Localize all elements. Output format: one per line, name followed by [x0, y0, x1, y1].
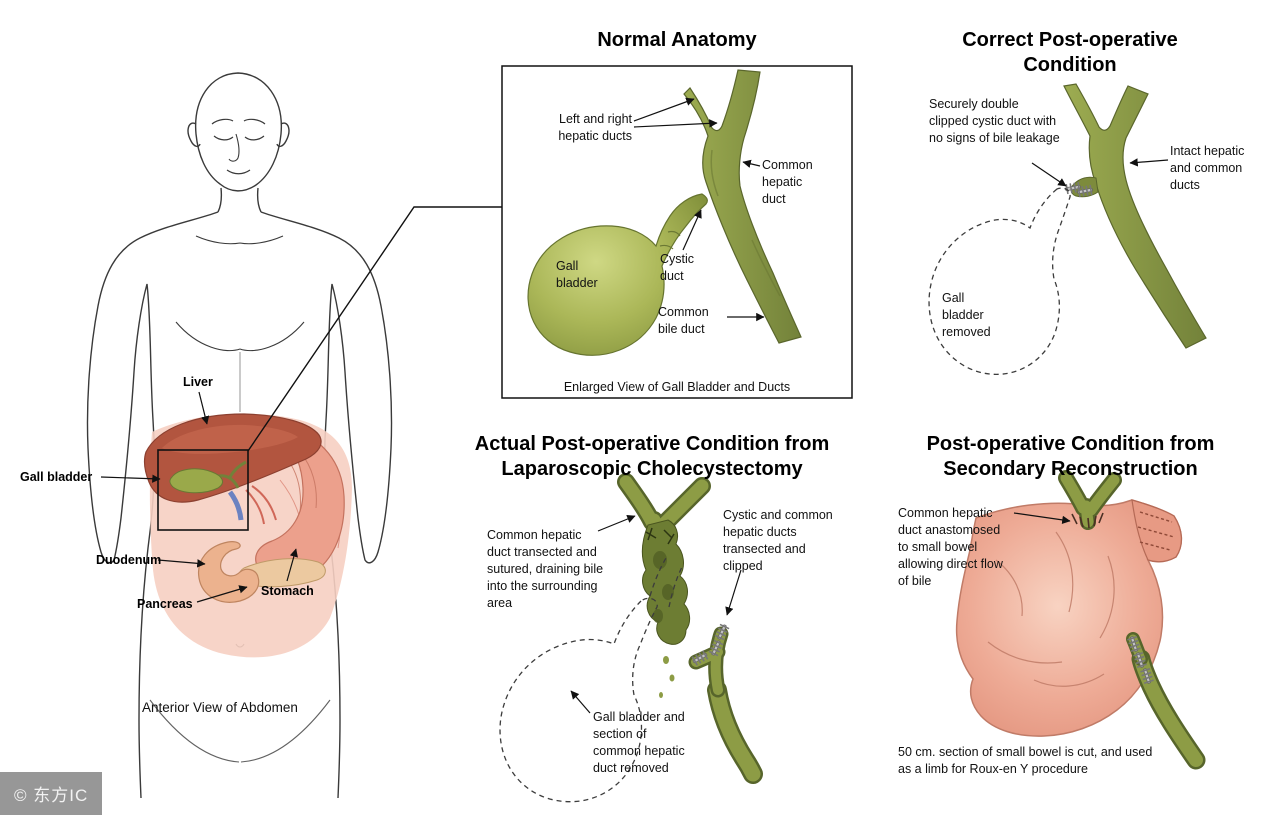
reconstruction-panel [955, 470, 1206, 770]
label-pancreas: Pancreas [137, 597, 193, 611]
label-ducts-clipped: Cystic and common hepatic ducts transect… [723, 508, 833, 573]
label-cystic-duct: Cystic duct [660, 252, 695, 283]
figure-leader-lines [100, 391, 298, 603]
normal-anatomy-panel [501, 65, 853, 399]
actual-postop-panel [499, 473, 763, 803]
zoom-box [157, 449, 249, 531]
panel-title-reconstruction: Post-operative Condition from Secondary … [926, 433, 1215, 480]
label-common-hepatic-duct: Common hepatic duct [762, 158, 813, 206]
label-intact-ducts: Intact hepatic and common ducts [1170, 144, 1245, 192]
correct-postop-panel [928, 83, 1207, 375]
figure-caption: Anterior View of Abdomen [142, 700, 298, 715]
label-duodenum: Duodenum [96, 553, 162, 567]
watermark: © 东方IC [0, 772, 103, 815]
label-gall-bladder-removed: Gall bladder removed [942, 291, 991, 339]
zoom-connector-line [247, 206, 502, 452]
panel-title-actual-postop: Actual Post-operative Condition from Lap… [474, 433, 830, 480]
normal-anatomy-caption: Enlarged View of Gall Bladder and Ducts [563, 380, 791, 394]
label-gall-bladder-enlarged: Gall bladder [556, 259, 598, 290]
abdominal-organs [143, 413, 352, 658]
panel-title-correct-postop: Correct Post-operative Condition [962, 29, 1178, 76]
label-liver: Liver [183, 375, 213, 389]
label-common-bile-duct: Common bile duct [658, 305, 709, 336]
label-duct-transected: Common hepatic duct transected and sutur… [487, 528, 604, 610]
label-gall-bladder-section-removed: Gall bladder and section of common hepat… [593, 710, 685, 775]
label-stomach: Stomach [261, 584, 314, 598]
label-anastomosed: Common hepatic duct anastomosed to small… [898, 506, 1003, 588]
label-clipped-cystic-duct: Securely double clipped cystic duct with… [929, 97, 1060, 145]
panel-title-normal-anatomy: Normal Anatomy [597, 29, 757, 51]
label-roux-en-y: 50 cm. section of small bowel is cut, an… [898, 745, 1153, 776]
label-hepatic-ducts: Left and right hepatic ducts [558, 112, 632, 143]
label-gall-bladder: Gall bladder [20, 470, 93, 484]
